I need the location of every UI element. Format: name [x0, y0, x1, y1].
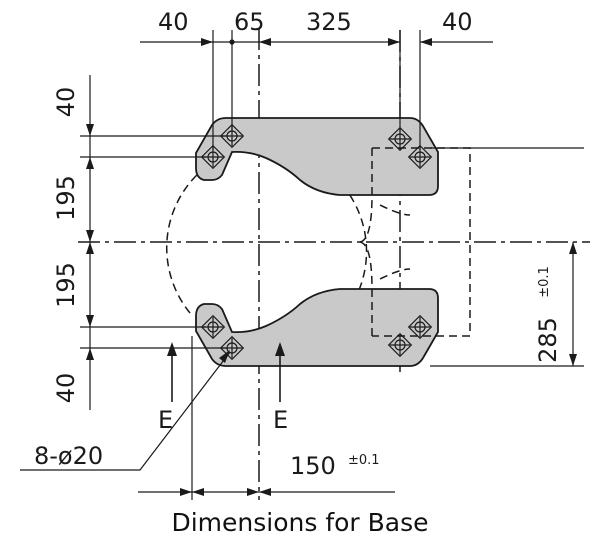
dim-bottom-span: 150 — [290, 452, 336, 480]
dim-top-mid: 65 — [234, 8, 265, 36]
hole-leader — [20, 350, 231, 471]
hole-upper-right-2 — [407, 144, 433, 170]
left-dimension-line — [86, 75, 94, 410]
hole-note: 8-ø20 — [34, 442, 103, 470]
top-dimension-line — [140, 38, 493, 46]
drawing-caption: Dimensions for Base — [171, 508, 429, 537]
dim-top-span: 325 — [306, 8, 352, 36]
dim-top-right: 40 — [442, 8, 473, 36]
right-height-dimension — [569, 242, 577, 366]
section-label-right: E — [273, 406, 288, 434]
section-label-left: E — [158, 406, 173, 434]
dim-right-height: 285 — [534, 317, 562, 363]
section-marker-left — [167, 342, 177, 402]
dim-left-bottom: 40 — [52, 373, 80, 404]
hole-lower-right-2 — [387, 332, 413, 358]
hole-lower-right-1 — [407, 314, 433, 340]
lower-base-plate — [195, 288, 439, 367]
dim-left-upper: 195 — [52, 175, 80, 221]
extension-lines — [80, 30, 584, 500]
bottom-span-dimension — [138, 488, 395, 496]
section-marker-right — [275, 342, 285, 402]
dim-top-left: 40 — [158, 8, 189, 36]
dim-right-height-tol: ±0.1 — [537, 266, 552, 298]
dim-bottom-span-tol: ±0.1 — [348, 453, 380, 468]
dim-left-lower: 195 — [52, 262, 80, 308]
hole-upper-left-2 — [200, 144, 226, 170]
dim-left-top: 40 — [52, 87, 80, 118]
hole-upper-right-1 — [387, 126, 413, 152]
hole-lower-left-1 — [200, 314, 226, 340]
upper-base-plate — [195, 117, 439, 196]
